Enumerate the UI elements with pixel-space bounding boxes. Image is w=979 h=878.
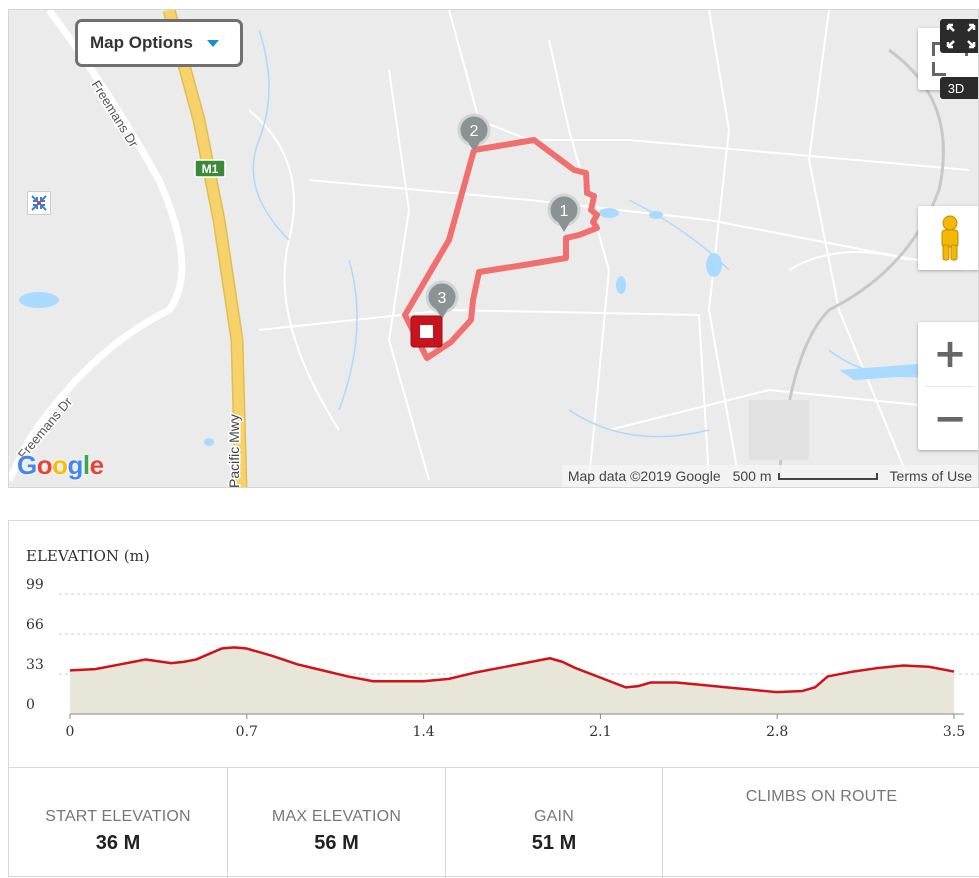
x-tick-label: 0.7 <box>236 724 258 740</box>
road-label-pacific-mwy: Pacific Mwy <box>226 414 242 488</box>
zoom-out-button[interactable]: − <box>933 396 967 442</box>
stat-start-elevation: START ELEVATION 36 M <box>9 768 228 878</box>
minor-roads <box>248 10 970 481</box>
route-marker-2[interactable]: 2 <box>457 113 491 152</box>
map-data-attribution: Map data ©2019 Google <box>561 465 727 487</box>
zoom-controls: + − <box>918 322 978 450</box>
x-tick-label: 2.8 <box>766 724 788 740</box>
stat-value: 51 M <box>531 832 577 854</box>
streams <box>252 29 970 438</box>
y-tick-label: 33 <box>26 657 44 673</box>
caret-down-icon <box>206 39 219 47</box>
x-tick-label: 1.4 <box>412 724 434 740</box>
land-parcel <box>749 400 809 460</box>
stat-gain: GAIN 51 M <box>446 768 663 878</box>
route-marker-1[interactable]: 1 <box>547 193 581 232</box>
stat-label: CLIMBS ON ROUTE <box>745 788 898 805</box>
finish-marker-icon[interactable] <box>410 315 443 348</box>
stat-label: GAIN <box>534 808 574 825</box>
y-tick-label: 99 <box>26 577 44 593</box>
elevation-line <box>69 646 955 694</box>
3d-badge-label: 3D <box>948 81 965 96</box>
map-options-dropdown[interactable]: Map Options <box>75 19 243 67</box>
x-tick-label: 2.1 <box>589 724 611 740</box>
pegman-icon <box>941 215 959 261</box>
stat-climbs-on-route: CLIMBS ON ROUTE <box>663 768 979 878</box>
stat-value: 36 M <box>95 832 141 854</box>
street-view-pegman-button[interactable] <box>918 206 978 270</box>
stat-label: MAX ELEVATION <box>271 808 402 825</box>
stat-max-elevation: MAX ELEVATION 56 M <box>228 768 446 878</box>
map-options-label: Map Options <box>90 33 193 52</box>
map-canvas[interactable]: Freemans Dr Freemans Dr Pacific Mwy M1 2… <box>9 10 979 488</box>
map-footer: Map data ©2019 Google 500 m Terms of Use <box>561 465 978 487</box>
elevation-chart[interactable]: 0 33 66 99 0 0.7 1.4 2.1 2.8 3.5 <box>9 521 979 761</box>
y-tick-label: 0 <box>26 697 35 713</box>
route-map[interactable]: Freemans Dr Freemans Dr Pacific Mwy M1 2… <box>8 9 979 488</box>
3d-toggle-icon[interactable]: 3D <box>936 19 979 99</box>
route-marker-3[interactable]: 3 <box>425 280 459 319</box>
scale-bar <box>777 472 878 480</box>
route-marker-2-label: 2 <box>470 123 479 140</box>
stat-label: START ELEVATION <box>45 808 191 825</box>
route-marker-1-label: 1 <box>560 203 569 220</box>
google-logo: Google <box>17 450 104 480</box>
route-stats: START ELEVATION 36 M MAX ELEVATION 56 M … <box>9 767 979 878</box>
route-path[interactable] <box>402 137 600 361</box>
x-tick-label: 3.5 <box>943 724 965 740</box>
m1-shield-icon <box>194 159 226 178</box>
x-tick-label: 0 <box>66 724 75 740</box>
pacific-motorway <box>164 10 246 487</box>
stat-value: 56 M <box>314 832 359 854</box>
rail-line <box>777 48 945 481</box>
route-marker-3-label: 3 <box>438 290 447 307</box>
m1-shield-label: M1 <box>202 162 219 176</box>
zoom-in-button[interactable]: + <box>933 331 967 377</box>
elevation-title: ELEVATION (m) <box>26 547 150 565</box>
map-scale-label: 500 m <box>732 468 772 484</box>
road-label-freemans-top: Freemans Dr <box>88 78 141 151</box>
elevation-area <box>70 647 954 714</box>
freemans-dr-road <box>9 10 186 482</box>
terms-of-use-link[interactable]: Terms of Use <box>883 465 978 487</box>
map-scale[interactable]: 500 m <box>726 465 884 487</box>
elevation-panel: ELEVATION (m) 0 33 66 99 0 0.7 1.4 2.1 2.8 3.5 ST… <box>8 520 979 878</box>
y-tick-label: 66 <box>26 617 44 633</box>
collapse-arrows-icon[interactable] <box>27 191 51 215</box>
